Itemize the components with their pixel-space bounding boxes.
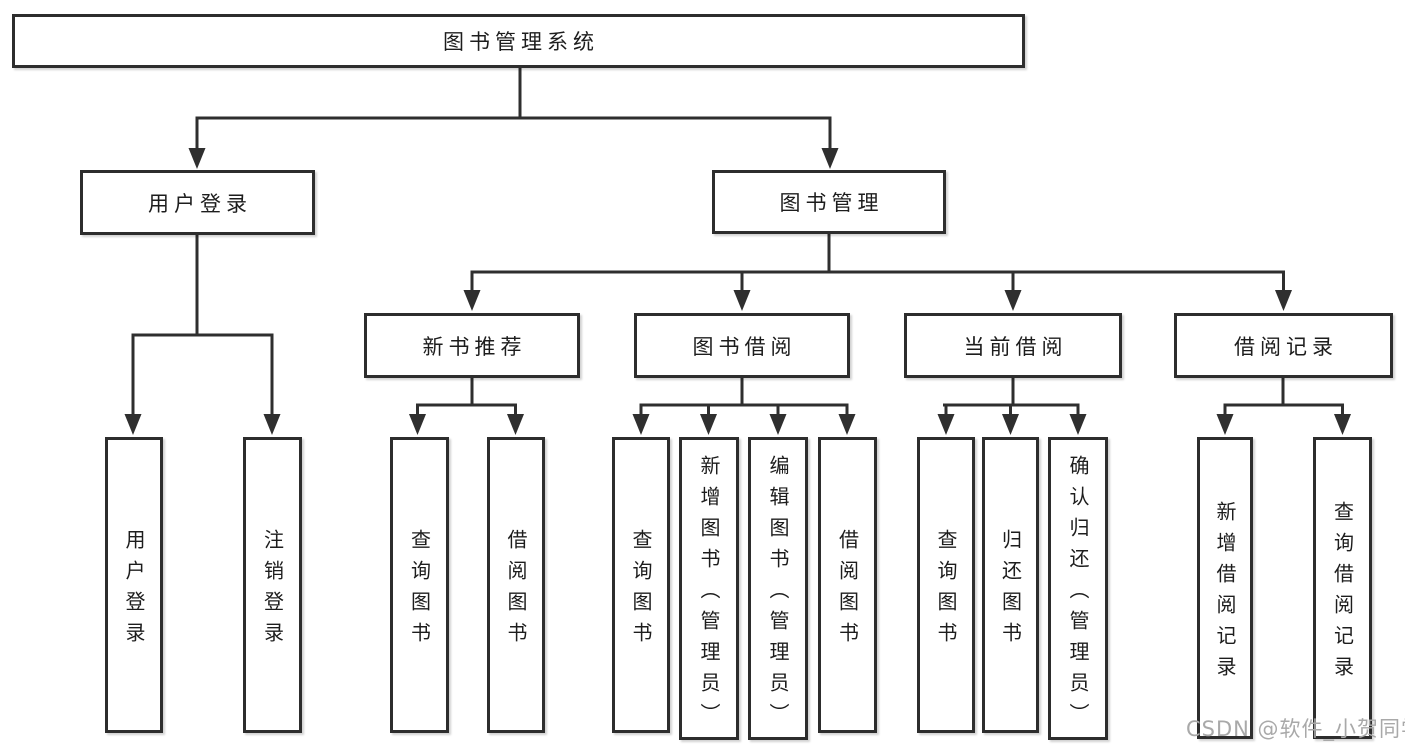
connector-book-borrowing [632, 377, 856, 435]
leaf-current-query-books-label: 查询图书 [934, 528, 958, 653]
leaf-return-books-label: 归还图书 [998, 528, 1023, 653]
leaf-recommend-borrow-books-label: 借阅图书 [504, 528, 528, 653]
node-user-login: 用户登录 [80, 170, 315, 235]
leaf-recommend-borrow-books: 借阅图书 [487, 437, 545, 733]
connector-root [188, 66, 839, 169]
csdn-watermark: CSDN @软件_小贺同学 [1186, 717, 1405, 741]
node-current-borrowing-label: 当前借阅 [963, 334, 1068, 359]
connector-user-login [124, 234, 281, 435]
node-borrow-records-label: 借阅记录 [1234, 334, 1338, 359]
leaf-confirm-return-admin: 确认归还（管理员） [1048, 437, 1108, 740]
node-user-login-label: 用户登录 [148, 191, 252, 216]
leaf-add-borrow-record-label: 新增借阅记录 [1213, 500, 1237, 687]
leaf-add-book-admin: 新增图书（管理员） [679, 437, 739, 740]
leaf-add-book-admin-label: 新增图书（管理员） [697, 454, 721, 734]
connector-current-borrowing [937, 377, 1087, 435]
connector-new-book-recommend [409, 377, 524, 435]
node-book-management: 图书管理 [712, 170, 946, 234]
leaf-recommend-query-books: 查询图书 [390, 437, 449, 733]
node-book-management-label: 图书管理 [779, 191, 884, 215]
connector-book-management [463, 233, 1292, 311]
leaf-add-borrow-record: 新增借阅记录 [1197, 437, 1253, 739]
node-book-borrowing-label: 图书借阅 [692, 334, 797, 359]
leaf-borrow-books-label: 借阅图书 [835, 528, 860, 653]
root-node-label: 图书管理系统 [443, 30, 599, 54]
leaf-user-login: 用户登录 [105, 437, 163, 733]
leaf-borrow-query-books: 查询图书 [612, 437, 670, 733]
leaf-edit-book-admin-label: 编辑图书（管理员） [766, 454, 790, 734]
connector-borrow-records [1216, 377, 1351, 435]
node-borrow-records: 借阅记录 [1174, 313, 1393, 378]
leaf-recommend-query-books-label: 查询图书 [407, 528, 432, 653]
leaf-current-query-books: 查询图书 [917, 437, 975, 733]
leaf-user-login-label: 用户登录 [122, 528, 146, 653]
node-new-book-recommend-label: 新书推荐 [422, 334, 527, 359]
leaf-query-borrow-record: 查询借阅记录 [1313, 437, 1372, 739]
leaf-logout-label: 注销登录 [260, 528, 285, 653]
leaf-borrow-query-books-label: 查询图书 [629, 528, 653, 653]
leaf-logout: 注销登录 [243, 437, 302, 733]
root-node: 图书管理系统 [12, 14, 1025, 68]
leaf-query-borrow-record-label: 查询借阅记录 [1330, 500, 1355, 687]
node-book-borrowing: 图书借阅 [634, 313, 850, 378]
node-current-borrowing: 当前借阅 [904, 313, 1122, 378]
leaf-return-books: 归还图书 [982, 437, 1039, 733]
leaf-confirm-return-admin-label: 确认归还（管理员） [1066, 454, 1090, 734]
leaf-borrow-books: 借阅图书 [818, 437, 877, 733]
node-new-book-recommend: 新书推荐 [364, 313, 580, 378]
leaf-edit-book-admin: 编辑图书（管理员） [748, 437, 808, 740]
